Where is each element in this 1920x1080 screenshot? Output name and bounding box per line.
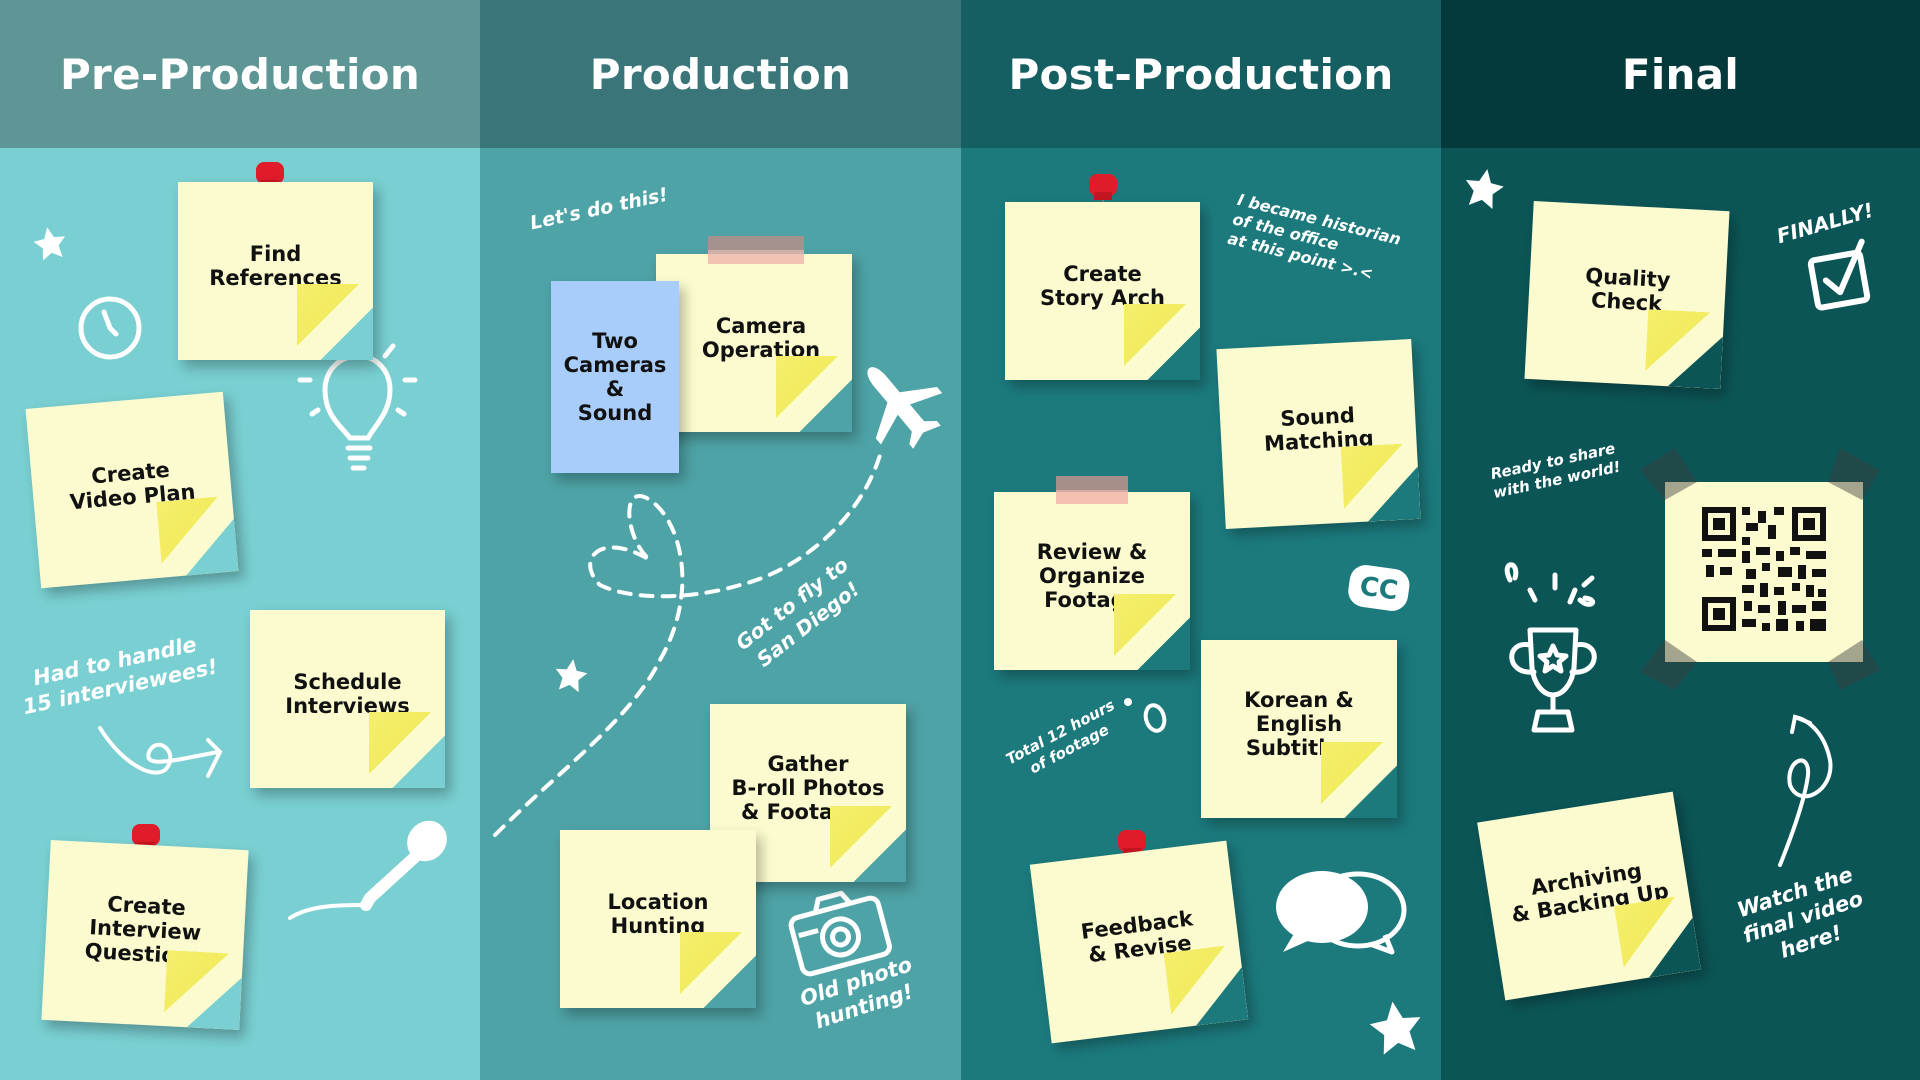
note-two-cameras-sound[interactable]: Two Cameras & Sound xyxy=(551,281,679,473)
column-header: Production xyxy=(480,0,961,148)
note-review-organize-footage[interactable]: Review & Organize Footage xyxy=(994,492,1190,670)
note-label: Quality Check xyxy=(1584,263,1672,316)
note-feedback-revise[interactable]: Feedback & Revise xyxy=(1029,840,1249,1044)
note-create-story-arch[interactable]: Create Story Arch xyxy=(1005,202,1200,380)
note-location-hunting[interactable]: Location Hunting xyxy=(560,830,756,1008)
tape xyxy=(708,236,804,264)
note-create-video-plan[interactable]: Create Video Plan xyxy=(25,391,239,589)
note-gather-broll[interactable]: Gather B-roll Photos & Footages xyxy=(710,704,906,882)
note-quality-check[interactable]: Quality Check xyxy=(1524,200,1730,390)
note-label: Review & Organize Footage xyxy=(1036,540,1148,612)
column-header: Pre-Production xyxy=(0,0,480,148)
note-label: Two Cameras & Sound xyxy=(563,329,667,425)
column-title: Final xyxy=(1621,49,1740,99)
tape xyxy=(1056,476,1128,504)
note-label: Schedule Interviews xyxy=(285,670,410,718)
note-create-interview-questions[interactable]: Create Interview Questions xyxy=(41,839,249,1031)
column-header: Final xyxy=(1441,0,1920,148)
note-label: Location Hunting xyxy=(607,890,709,938)
column-title: Pre-Production xyxy=(59,49,421,99)
note-label: Camera Operation xyxy=(701,314,821,362)
note-schedule-interviews[interactable]: Schedule Interviews xyxy=(250,610,445,788)
column-header: Post-Production xyxy=(961,0,1441,148)
note-label: Create Story Arch xyxy=(1040,262,1165,310)
note-archiving-backing-up[interactable]: Archiving & Backing Up xyxy=(1477,791,1701,1001)
note-label: Find References xyxy=(209,242,342,290)
note-korean-english-subtitles[interactable]: Korean & English Subtitles xyxy=(1201,640,1397,818)
note-sound-matching[interactable]: Sound Matching xyxy=(1216,339,1421,529)
note-camera-operation[interactable]: Camera Operation xyxy=(656,254,852,432)
column-title: Production xyxy=(589,49,852,99)
note-find-references[interactable]: Find References xyxy=(178,182,373,360)
tape xyxy=(1056,476,1128,490)
tape xyxy=(708,236,804,250)
column-title: Post-Production xyxy=(1008,49,1394,99)
